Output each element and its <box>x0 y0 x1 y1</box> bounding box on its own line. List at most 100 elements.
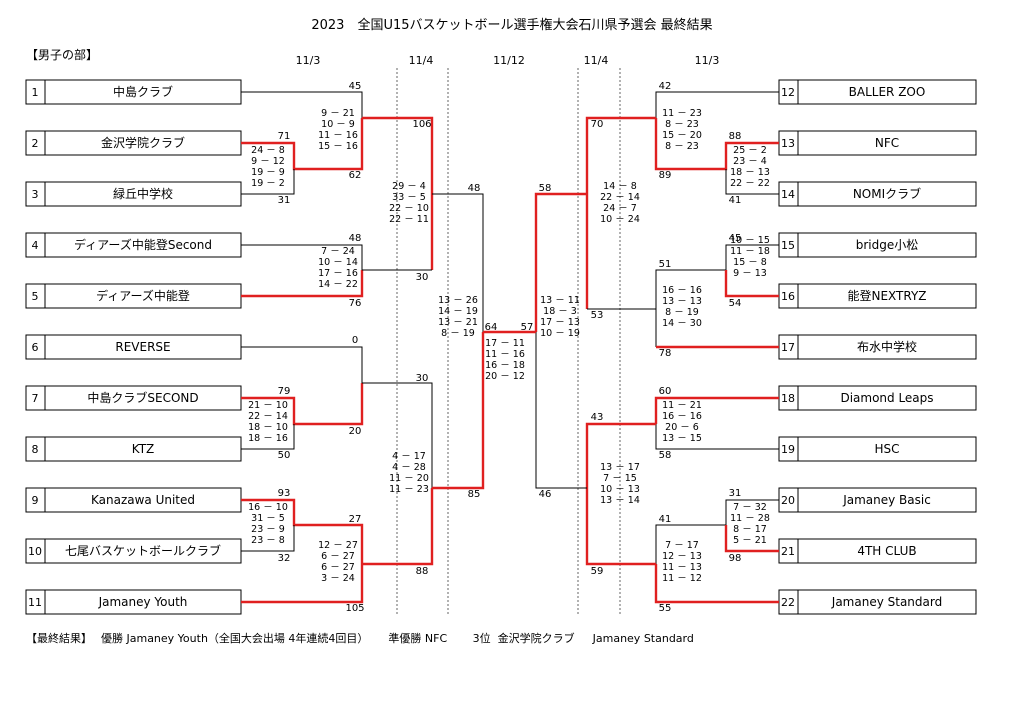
date-label: 11/12 <box>493 54 525 67</box>
quarter-score: 10 － 13 <box>600 484 640 495</box>
team-name: bridge小松 <box>856 238 919 252</box>
quarter-score: 22 － 14 <box>600 192 640 203</box>
quarter-score: 15 － 8 <box>733 257 767 268</box>
quarter-score: 22 － 22 <box>730 178 770 189</box>
team-seed: 4 <box>32 239 39 252</box>
team-box <box>778 538 977 564</box>
bracket-line <box>241 91 363 118</box>
team-seed: 16 <box>781 290 795 303</box>
score-label: 62 <box>349 170 362 181</box>
quarter-score: 13 － 15 <box>662 433 702 444</box>
team-seed: 17 <box>781 341 795 354</box>
team-seed: 15 <box>781 239 795 252</box>
score-label: 105 <box>345 603 364 614</box>
bracket-line <box>654 396 779 424</box>
score-label: 106 <box>412 119 431 130</box>
bracket-line <box>241 169 295 195</box>
team-seed: 3 <box>32 188 39 201</box>
bracket-line <box>724 270 779 298</box>
team-name: NFC <box>875 136 899 150</box>
quarter-score: 22 － 11 <box>389 214 429 225</box>
team-seed: 6 <box>32 341 39 354</box>
quarter-score: 11 － 16 <box>485 349 525 360</box>
quarter-score: 9 － 21 <box>321 108 355 119</box>
date-label: 11/4 <box>408 54 434 67</box>
quarter-score: 22 － 10 <box>389 203 429 214</box>
team-name: 能登NEXTRYZ <box>847 288 926 303</box>
quarter-score: 23 － 8 <box>251 535 285 546</box>
quarter-score: 16 － 18 <box>485 360 525 371</box>
quarter-score: 22 － 14 <box>248 411 288 422</box>
quarter-score: 7 － 17 <box>665 540 699 551</box>
quarter-score: 17 － 16 <box>318 268 358 279</box>
quarter-score: 11 － 18 <box>730 246 770 257</box>
team-name: 中島クラブSECOND <box>87 390 198 405</box>
team-name: HSC <box>874 442 899 456</box>
quarter-score: 8 － 23 <box>665 119 699 130</box>
score-label: 58 <box>659 450 672 461</box>
score-label: 20 <box>349 426 362 437</box>
score-label: 79 <box>278 386 291 397</box>
score-label: 54 <box>729 298 742 309</box>
quarter-score: 18 － 10 <box>248 422 288 433</box>
team-seed: 21 <box>781 545 795 558</box>
quarter-score: 13 － 13 <box>662 296 702 307</box>
team-name: Jamaney Standard <box>831 595 942 609</box>
team-seed: 22 <box>781 596 795 609</box>
quarter-score: 19 － 2 <box>251 178 285 189</box>
team-box <box>778 79 977 105</box>
quarter-score: 7 － 32 <box>733 502 767 513</box>
score-label: 0 <box>352 335 358 346</box>
team-name: Jamaney Youth <box>98 595 188 609</box>
bracket-line <box>362 116 434 270</box>
final-result: 【最終結果】 優勝 Jamaney Youth（全国大会出場 4年連続4回目） … <box>26 632 694 645</box>
team-name: ディアーズ中能登Second <box>74 237 212 252</box>
team-name: NOMIクラブ <box>853 186 921 201</box>
bracket-line <box>725 169 779 195</box>
bracket-line <box>655 91 779 118</box>
page-title: 2023 全国U15バスケットボール選手権大会石川県予選会 最終結果 <box>311 18 713 33</box>
team-name: ディアーズ中能登 <box>96 288 190 303</box>
bracket-line <box>241 270 364 298</box>
quarter-score: 10 － 9 <box>321 119 355 130</box>
bracket-line <box>655 424 779 450</box>
score-label: 45 <box>729 233 742 244</box>
team-name: 布水中学校 <box>857 339 917 354</box>
score-label: 27 <box>349 514 362 525</box>
team-box <box>778 232 977 258</box>
score-label: 93 <box>278 488 291 499</box>
team-name: 七尾バスケットボールクラブ <box>65 543 221 558</box>
team-name: 4TH CLUB <box>857 544 916 558</box>
quarter-score: 29 － 4 <box>392 181 426 192</box>
quarter-score: 10 － 24 <box>600 214 640 225</box>
quarter-score: 15 － 16 <box>318 141 358 152</box>
score-label: 30 <box>416 272 429 283</box>
quarter-score: 15 － 20 <box>662 130 702 141</box>
team-seed: 20 <box>781 494 795 507</box>
score-label: 41 <box>729 195 742 206</box>
team-box <box>778 283 977 309</box>
score-label: 64 <box>485 322 498 333</box>
team-seed: 1 <box>32 86 39 99</box>
team-box <box>25 385 242 411</box>
bracket-line <box>585 488 656 566</box>
score-label: 60 <box>659 386 672 397</box>
quarter-score: 6 － 27 <box>321 551 355 562</box>
score-label: 48 <box>349 233 362 244</box>
quarter-score: 11 － 20 <box>389 473 429 484</box>
quarter-score: 14 － 8 <box>603 181 637 192</box>
team-seed: 10 <box>28 545 42 558</box>
bracket-line <box>362 382 433 488</box>
quarter-score: 11 － 16 <box>318 130 358 141</box>
score-label: 46 <box>539 489 552 500</box>
score-label: 51 <box>659 259 672 270</box>
quarter-score: 20 － 12 <box>485 371 525 382</box>
score-label: 98 <box>729 553 742 564</box>
quarter-score: 17 － 11 <box>485 338 525 349</box>
score-label: 30 <box>416 373 429 384</box>
quarter-score: 18 － 3 <box>543 306 577 317</box>
quarter-score: 13 － 11 <box>540 295 580 306</box>
team-seed: 11 <box>28 596 42 609</box>
team-box <box>778 385 977 411</box>
